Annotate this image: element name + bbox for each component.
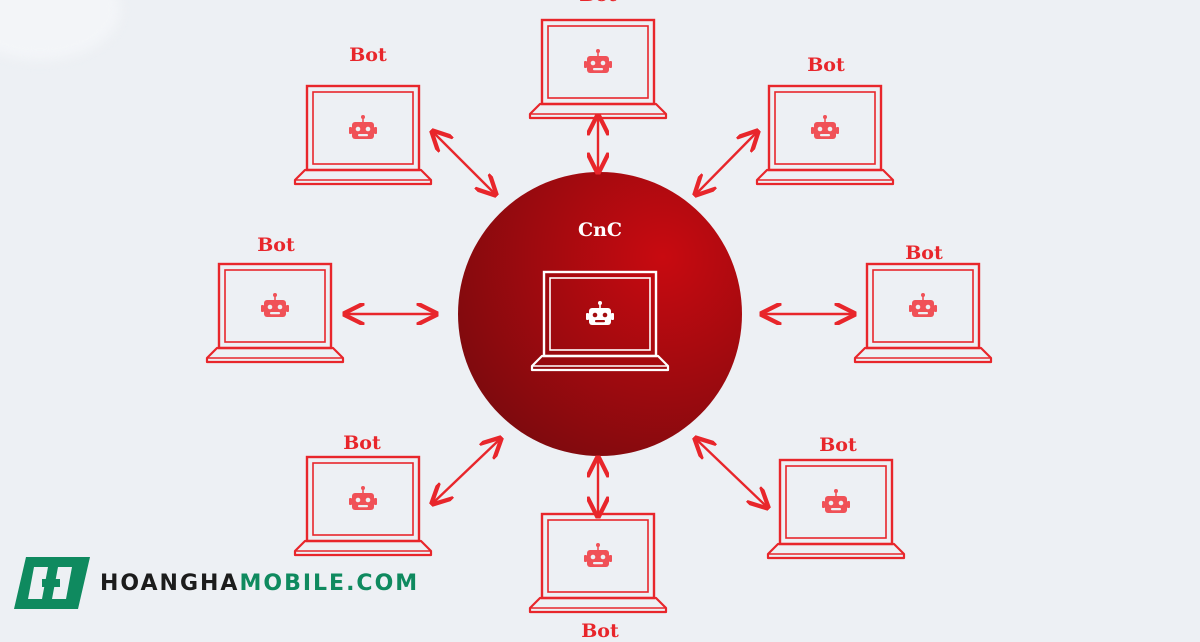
bot-laptop: [293, 455, 433, 557]
brand-name-dark: HOANGHA: [100, 570, 240, 596]
bot-label: Bot: [581, 620, 619, 642]
brand-name: HOANGHAMOBILE.COM: [100, 571, 419, 596]
bidirectional-arrow: [434, 440, 499, 502]
bot-laptop: [528, 18, 668, 120]
bidirectional-arrow: [434, 133, 494, 193]
bot-laptop: [528, 512, 668, 614]
robot-icon: [349, 486, 377, 510]
diagram-stage: CnC BotBotBotBotBotBotBotBot HOANGHAMOBI…: [12, 0, 993, 642]
network-diagram: [205, 18, 993, 614]
robot-icon: [584, 543, 612, 567]
bot-laptop: [755, 84, 895, 186]
bot-label: Bot: [343, 432, 381, 454]
bot-laptop: [853, 262, 993, 364]
bot-label: Bot: [349, 44, 387, 66]
robot-icon: [822, 489, 850, 513]
bidirectional-arrow: [697, 440, 766, 506]
bot-label: Bot: [579, 0, 617, 6]
robot-icon: [349, 115, 377, 139]
laptops-group: [205, 18, 993, 614]
connection-arrows: [347, 118, 852, 514]
bot-label: Bot: [819, 434, 857, 456]
bot-label: Bot: [807, 54, 845, 76]
robot-icon: [586, 301, 614, 325]
cnc-label: CnC: [577, 219, 623, 241]
bot-label: Bot: [257, 234, 295, 256]
bot-laptop: [293, 84, 433, 186]
bot-laptop: [205, 262, 345, 364]
robot-icon: [584, 49, 612, 73]
hh-logo-icon: [14, 557, 90, 609]
bot-laptop: [766, 458, 906, 560]
brand-logo: HOANGHAMOBILE.COM: [12, 555, 419, 611]
bidirectional-arrow: [697, 133, 756, 193]
robot-icon: [909, 293, 937, 317]
bot-label: Bot: [905, 242, 943, 264]
robot-icon: [811, 115, 839, 139]
brand-name-green: MOBILE.COM: [239, 570, 420, 596]
robot-icon: [261, 293, 289, 317]
cnc-laptop: [530, 270, 670, 372]
